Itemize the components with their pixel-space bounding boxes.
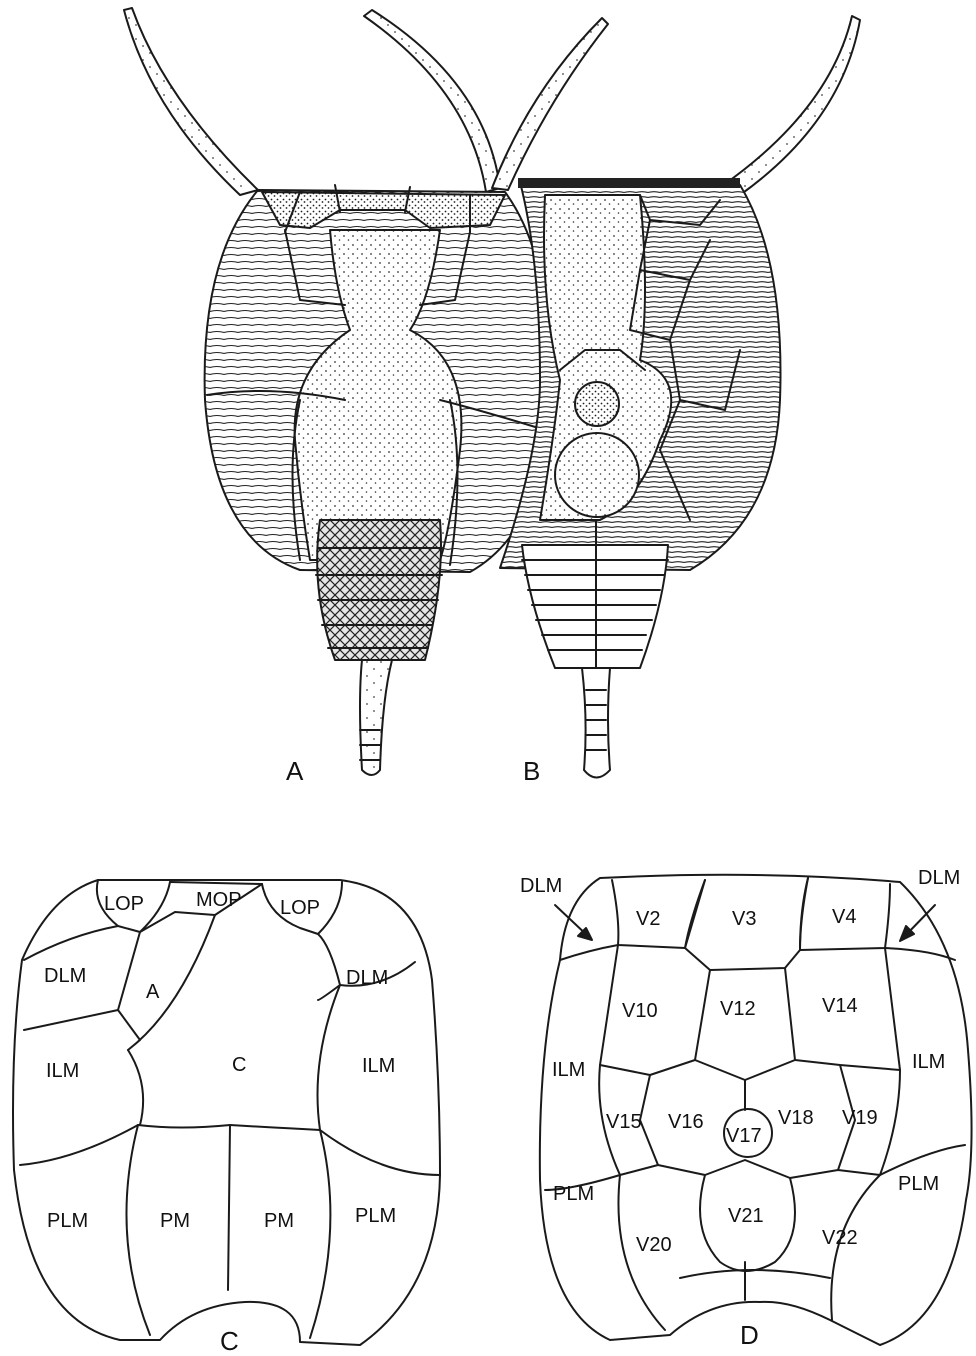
specimen-b-small-plate bbox=[575, 382, 619, 426]
panel-c-outline bbox=[13, 880, 440, 1345]
c-plate-lop-right: LOP bbox=[280, 897, 320, 919]
c-plate-pm-right: PM bbox=[264, 1210, 294, 1232]
c-plate-dlm-right: DLM bbox=[346, 967, 388, 989]
d-plate-v22: V22 bbox=[822, 1227, 858, 1249]
d-plate-v4: V4 bbox=[832, 906, 856, 928]
d-plate-v20: V20 bbox=[636, 1234, 672, 1256]
c-plate-mop: MOP bbox=[196, 889, 242, 911]
d-plate-v16: V16 bbox=[668, 1111, 704, 1133]
c-plate-plm-right: PLM bbox=[355, 1205, 396, 1227]
d-plate-v2: V2 bbox=[636, 908, 660, 930]
d-plate-ilm-left: ILM bbox=[552, 1059, 585, 1081]
d-plate-v18: V18 bbox=[778, 1107, 814, 1129]
d-plate-ilm-right: ILM bbox=[912, 1051, 945, 1073]
d-plate-v15: V15 bbox=[606, 1111, 642, 1133]
d-plate-dlm-right: DLM bbox=[918, 867, 960, 889]
c-plate-pm-left: PM bbox=[160, 1210, 190, 1232]
c-plate-dlm-left: DLM bbox=[44, 965, 86, 987]
c-plate-a: A bbox=[146, 981, 160, 1003]
d-plate-v12: V12 bbox=[720, 998, 756, 1020]
c-plate-c: C bbox=[232, 1054, 246, 1076]
c-plate-ilm-left: ILM bbox=[46, 1060, 79, 1082]
specimen-a-left-spine bbox=[124, 8, 258, 195]
d-plate-v21: V21 bbox=[728, 1205, 764, 1227]
c-plate-lop-left: LOP bbox=[104, 893, 144, 915]
panel-c-plate-map bbox=[13, 880, 440, 1345]
d-plate-plm-right: PLM bbox=[898, 1173, 939, 1195]
specimen-b-tail bbox=[582, 668, 610, 778]
specimen-a-right-spine bbox=[364, 10, 500, 192]
d-plate-v17: V17 bbox=[726, 1125, 762, 1147]
specimen-a-dorsal-drawing bbox=[124, 8, 549, 775]
c-plate-ilm-right: ILM bbox=[362, 1055, 395, 1077]
panel-d-plate-map bbox=[540, 875, 972, 1345]
d-plate-plm-left: PLM bbox=[553, 1183, 594, 1205]
specimen-b-spine bbox=[722, 16, 860, 195]
specimen-a-tail bbox=[360, 660, 392, 775]
specimen-b-ventral-drawing bbox=[492, 16, 860, 778]
specimen-b-left-spine bbox=[492, 18, 608, 190]
d-plate-v19: V19 bbox=[842, 1107, 878, 1129]
specimen-b-large-plate bbox=[555, 433, 639, 517]
figure-label-d: D bbox=[740, 1320, 759, 1350]
figure-label-a: A bbox=[286, 756, 304, 786]
d-plate-dlm-left: DLM bbox=[520, 875, 562, 897]
d-plate-v10: V10 bbox=[622, 1000, 658, 1022]
figure-label-b: B bbox=[523, 756, 540, 786]
d-plate-v14: V14 bbox=[822, 995, 858, 1017]
d-plate-v3: V3 bbox=[732, 908, 756, 930]
c-plate-plm-left: PLM bbox=[47, 1210, 88, 1232]
specimen-b-rim bbox=[518, 178, 740, 188]
specimen-a-abdomen bbox=[317, 520, 441, 660]
figure-label-c: C bbox=[220, 1326, 239, 1356]
